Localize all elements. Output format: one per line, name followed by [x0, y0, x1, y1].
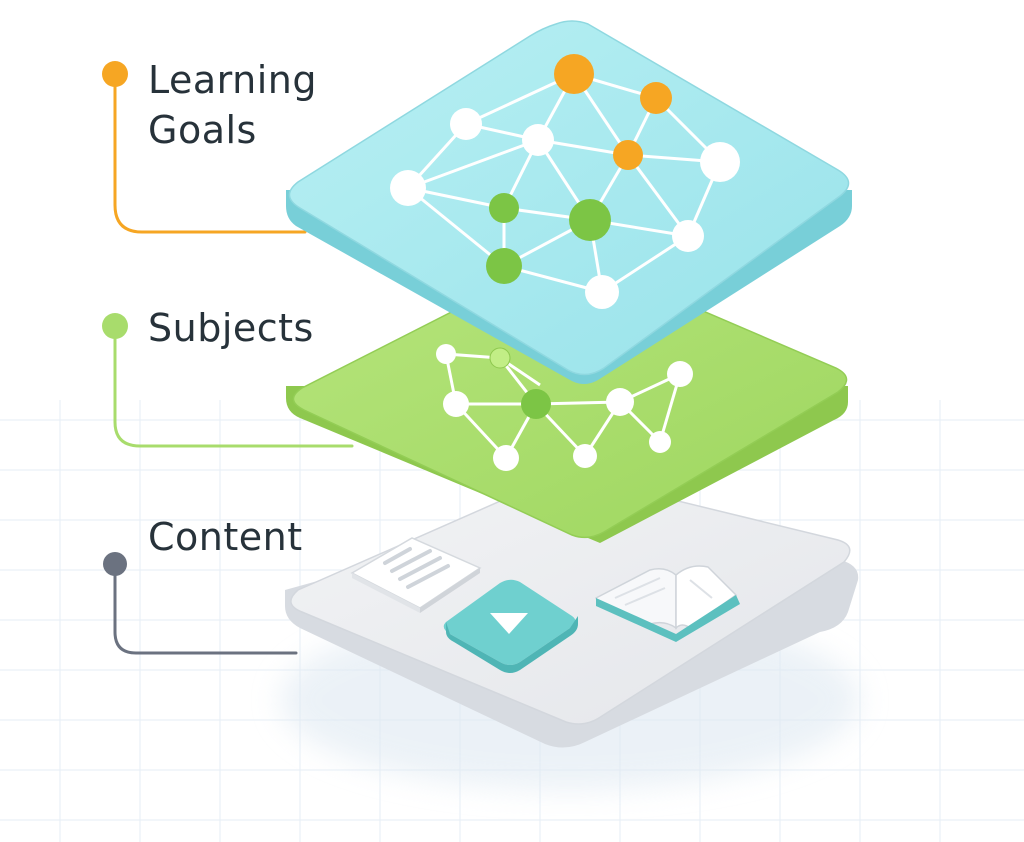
goal-node: [390, 170, 426, 206]
goals-nodes: [390, 54, 740, 309]
subject-node: [493, 445, 519, 471]
document-icon: [350, 537, 482, 613]
goals-connector: [113, 73, 307, 234]
content-connector: [113, 563, 298, 655]
subject-node: [649, 431, 671, 453]
goal-node: [450, 108, 482, 140]
subject-node: [606, 388, 634, 416]
content-label-group: Content: [103, 515, 303, 576]
goals-label-line1: Learning: [148, 58, 317, 102]
goals-layer: [286, 20, 852, 384]
goal-node: [522, 124, 554, 156]
goal-node: [569, 199, 611, 241]
goal-node: [489, 193, 519, 223]
subject-node: [521, 389, 551, 419]
goal-node: [640, 82, 672, 114]
subject-node: [436, 344, 456, 364]
subjects-nodes: [436, 344, 693, 471]
subject-node: [573, 444, 597, 468]
play-video-icon: [443, 579, 578, 673]
subjects-label-group: Subjects: [102, 306, 314, 350]
goal-node: [672, 220, 704, 252]
goal-node: [554, 54, 594, 94]
subject-node: [489, 347, 511, 369]
subjects-label: Subjects: [148, 306, 314, 350]
goals-label-group: Learning Goals: [102, 58, 317, 152]
goals-label-line2: Goals: [148, 108, 257, 152]
subject-node: [667, 361, 693, 387]
connector-lines: [113, 73, 354, 655]
subjects-connector: [113, 326, 354, 448]
goal-node: [486, 248, 522, 284]
goals-dot: [102, 61, 128, 87]
subject-node: [443, 391, 469, 417]
subjects-dot: [102, 313, 128, 339]
content-label: Content: [148, 515, 303, 559]
content-dot: [103, 552, 127, 576]
goal-node: [613, 140, 643, 170]
open-book-icon: [594, 565, 740, 642]
goal-node: [700, 142, 740, 182]
goal-node: [585, 275, 619, 309]
